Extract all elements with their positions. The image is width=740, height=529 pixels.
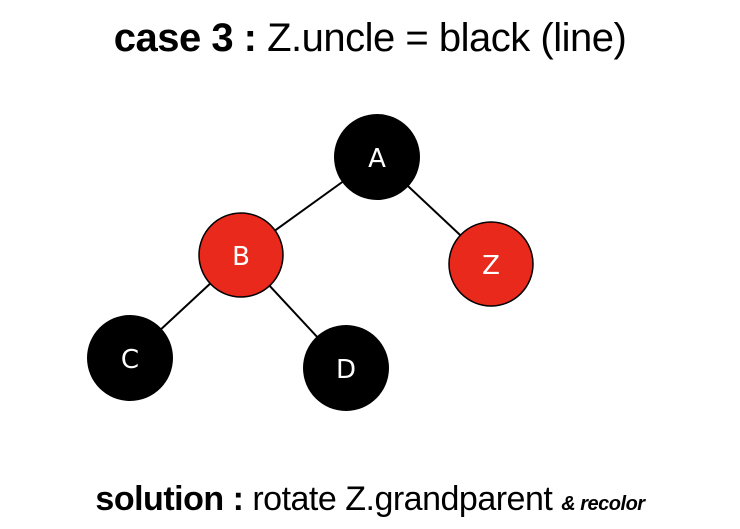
node-b-label: B bbox=[232, 242, 250, 272]
case-text: Z.uncle = black (line) bbox=[267, 16, 627, 60]
node-a-circle bbox=[334, 114, 420, 200]
node-a-label: A bbox=[368, 144, 386, 174]
solution-text: rotate Z.grandparent bbox=[252, 480, 553, 518]
case-label: case 3 : bbox=[113, 16, 257, 60]
tree-node-c: C bbox=[87, 315, 173, 401]
node-z-circle bbox=[448, 221, 534, 307]
solution-label: solution : bbox=[95, 480, 244, 518]
solution-caption: solution : rotate Z.grandparent & recolo… bbox=[0, 478, 740, 525]
tree-node-d: D bbox=[303, 325, 389, 411]
node-d-label: D bbox=[336, 355, 356, 385]
node-z-label: Z bbox=[482, 251, 500, 281]
node-b-circle bbox=[198, 212, 284, 298]
tree-node-a: A bbox=[334, 114, 420, 200]
node-d-circle bbox=[303, 325, 389, 411]
tree-edges bbox=[129, 156, 492, 369]
case-title: case 3 : Z.uncle = black (line) bbox=[0, 14, 740, 62]
tree-node-b: B bbox=[198, 212, 284, 298]
tree-node-z: Z bbox=[448, 221, 534, 307]
node-c-label: C bbox=[121, 345, 139, 375]
node-c-circle bbox=[87, 315, 173, 401]
solution-extra: & recolor bbox=[561, 493, 645, 515]
